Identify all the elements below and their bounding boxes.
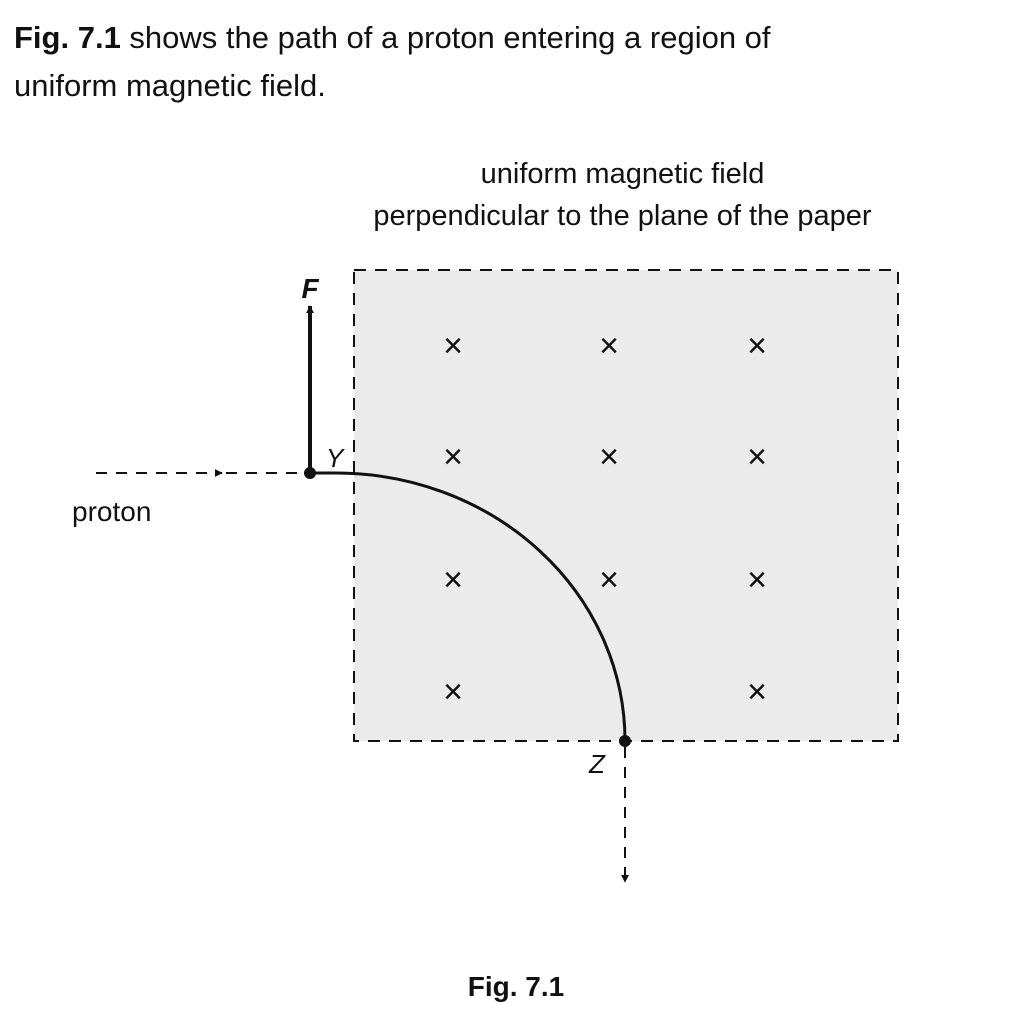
point-z-label: Z <box>588 749 606 779</box>
intro-text: Fig. 7.1 shows the path of a proton ente… <box>14 14 774 110</box>
field-caption-line-1: uniform magnetic field <box>480 158 765 190</box>
intro-fig-reference: Fig. 7.1 <box>14 20 121 55</box>
field-cross: × <box>747 438 767 476</box>
field-caption-line-2: perpendicular to the plane of the paper <box>373 200 872 232</box>
figure-caption: Fig. 7.1 <box>468 971 564 1002</box>
field-cross: × <box>599 438 619 476</box>
field-cross: × <box>443 561 463 599</box>
field-cross: × <box>747 327 767 365</box>
magnetic-field-region <box>353 269 899 742</box>
point-y-dot <box>304 467 316 479</box>
force-label: F <box>301 273 319 304</box>
proton-label: proton <box>72 496 151 527</box>
point-z-dot <box>619 735 631 747</box>
point-y-label: Y <box>326 443 345 473</box>
field-symbols: × × × × × × × × × × × <box>443 327 767 711</box>
field-cross: × <box>599 327 619 365</box>
field-cross: × <box>747 673 767 711</box>
field-cross: × <box>443 673 463 711</box>
field-cross: × <box>599 561 619 599</box>
field-cross: × <box>443 438 463 476</box>
intro-sentence: shows the path of a proton entering a re… <box>14 20 771 103</box>
proton-curved-path <box>310 471 627 742</box>
field-cross: × <box>443 327 463 365</box>
field-cross: × <box>747 561 767 599</box>
